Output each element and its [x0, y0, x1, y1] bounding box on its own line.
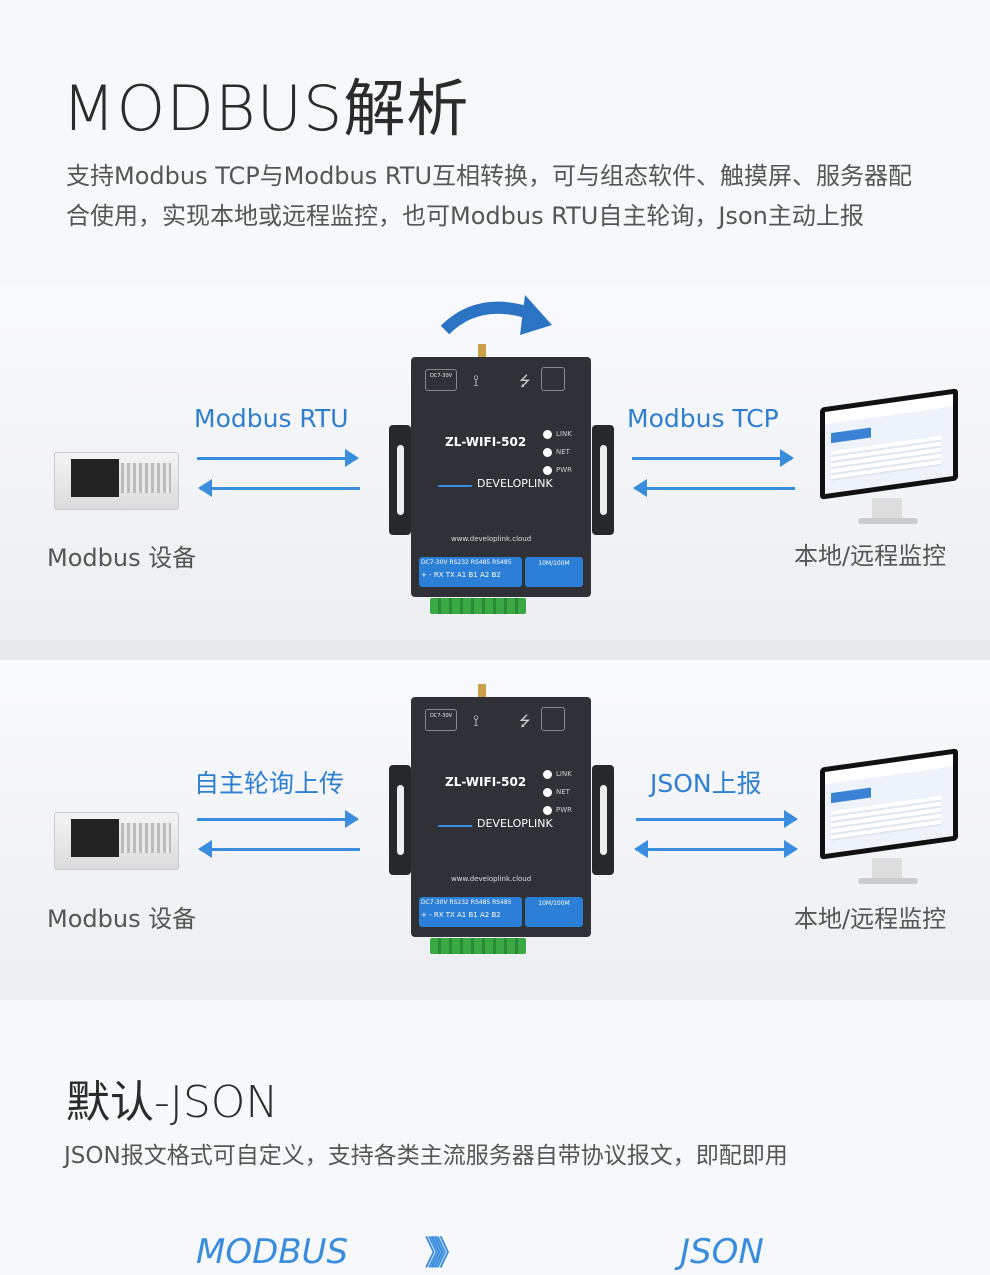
antenna	[478, 344, 486, 360]
reset-button	[541, 707, 565, 731]
right-protocol: Modbus TCP	[627, 404, 779, 433]
divider	[0, 640, 990, 660]
usb-icon: ⭍	[519, 714, 531, 730]
power-port: DC7-30V	[425, 709, 457, 731]
flow-to: JSON	[680, 1232, 764, 1272]
left-protocol: 自主轮询上传	[194, 769, 345, 798]
modbus-device-image	[54, 452, 179, 510]
mount-ear	[389, 765, 411, 875]
arrow-left	[198, 479, 360, 497]
arrow-left	[198, 840, 360, 858]
right-label: 本地/远程监控	[794, 905, 947, 933]
antenna-icon: ⟟	[473, 371, 479, 390]
mount-ear	[592, 765, 614, 875]
arrow-right	[632, 449, 794, 467]
monitor-image	[810, 748, 958, 890]
left-protocol: Modbus RTU	[194, 404, 349, 433]
arrow-right	[197, 810, 359, 828]
device-url: www.developlink.cloud	[451, 875, 532, 883]
mount-ear	[389, 425, 411, 535]
power-port: DC7-30V	[425, 369, 457, 391]
device-brand: DEVELOPLINK	[477, 817, 553, 830]
ethernet-port: 10M/100M	[525, 897, 583, 927]
left-label: Modbus 设备	[47, 905, 197, 933]
monitor-image	[810, 388, 958, 530]
section-description: JSON报文格式可自定义，支持各类主流服务器自带协议报文，即配即用	[64, 1143, 788, 1169]
right-label: 本地/远程监控	[794, 542, 947, 570]
arrow-right	[197, 449, 359, 467]
device-brand: DEVELOPLINK	[477, 477, 553, 490]
usb-icon: ⭍	[519, 374, 531, 390]
terminal-connector	[430, 938, 526, 954]
page-title: MODBUS解析	[62, 72, 470, 145]
device-model: ZL-WIFI-502	[445, 775, 527, 789]
flow-from: MODBUS	[196, 1232, 349, 1272]
terminal-connector	[430, 598, 526, 614]
left-label: Modbus 设备	[47, 544, 197, 572]
rotate-arrow-icon	[440, 295, 552, 335]
arrow-left	[633, 479, 795, 497]
antenna-icon: ⟟	[473, 711, 479, 730]
description: 支持Modbus TCP与Modbus RTU互相转换，可与组态软件、触摸屏、服…	[66, 162, 913, 230]
ethernet-port: 10M/100M	[525, 557, 583, 587]
device-model: ZL-WIFI-502	[445, 435, 527, 449]
device-url: www.developlink.cloud	[451, 535, 532, 543]
terminal-block: DC7-30V RS232 RS485 RS485+ - RX TX A1 B1…	[419, 897, 522, 927]
reset-button	[541, 367, 565, 391]
modbus-device-image	[54, 812, 179, 870]
arrow-both	[634, 840, 798, 858]
terminal-block: DC7-30V RS232 RS485 RS485+ - RX TX A1 B1…	[419, 557, 522, 587]
arrow-right	[636, 810, 798, 828]
right-protocol: JSON上报	[650, 769, 762, 798]
antenna	[478, 684, 486, 700]
section-title: 默认-JSON	[66, 1077, 279, 1128]
mount-ear	[592, 425, 614, 535]
